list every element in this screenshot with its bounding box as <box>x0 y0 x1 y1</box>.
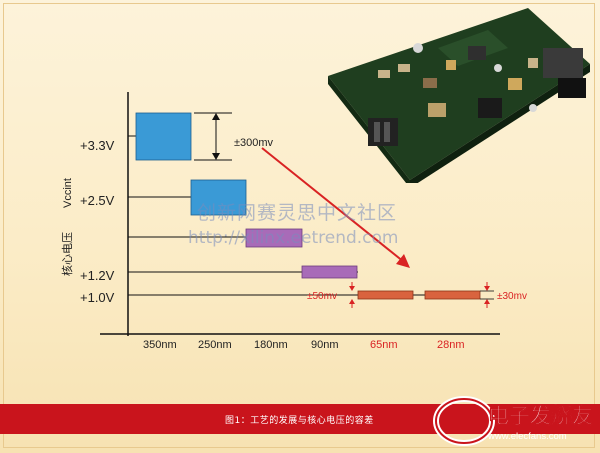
tol300-arrow-down-icon <box>212 153 220 160</box>
block-28nm <box>424 290 481 300</box>
tol300-arrow-up-icon <box>212 113 220 120</box>
node-label-180nm: 180nm <box>254 339 288 351</box>
node-label-350nm: 350nm <box>143 339 177 351</box>
node-label-250nm: 250nm <box>198 339 232 351</box>
tol30-arrow-down-icon <box>484 286 490 291</box>
block-180nm <box>245 228 303 248</box>
logo-text: 电子发烧友 <box>488 404 593 428</box>
block-90nm <box>301 265 358 279</box>
axis-label-core-voltage: 核心电压 <box>60 232 74 276</box>
elecfans-logo: 电子发烧友 www.elecfans.com <box>433 396 593 446</box>
voltage-label-2v5: +2.5V <box>80 193 115 208</box>
tolerance-label-50mv: ±50mv <box>307 291 337 302</box>
logo-url: www.elecfans.com <box>487 431 567 442</box>
tol30-arrow-up-icon <box>484 299 490 304</box>
trend-arrow <box>261 147 405 263</box>
node-label-28nm: 28nm <box>437 339 465 351</box>
node-label-65nm: 65nm <box>370 339 398 351</box>
caption-bar: 图1：工艺的发展与核心电压的容差 <box>0 404 600 434</box>
voltage-label-1v0: +1.0V <box>80 290 115 305</box>
caption-text: 图1：工艺的发展与核心电压的容差 <box>225 416 374 426</box>
logo-ring-outline-icon <box>435 398 493 444</box>
voltage-label-3v3: +3.3V <box>80 138 115 153</box>
node-label-90nm: 90nm <box>311 339 339 351</box>
tolerance-label-300mv: ±300mv <box>234 137 274 149</box>
pcb-photo <box>328 8 590 183</box>
axis-label-vccint: Vccint <box>62 178 74 208</box>
tol50-arrow-down-icon <box>349 286 355 291</box>
trend-arrow-head-icon <box>396 254 410 268</box>
block-350nm <box>135 112 192 161</box>
voltage-label-1v2: +1.2V <box>80 268 115 283</box>
block-65nm <box>357 290 414 300</box>
block-250nm <box>190 179 247 216</box>
tol50-arrow-up-icon <box>349 299 355 304</box>
tolerance-label-30mv: ±30mv <box>497 291 527 302</box>
